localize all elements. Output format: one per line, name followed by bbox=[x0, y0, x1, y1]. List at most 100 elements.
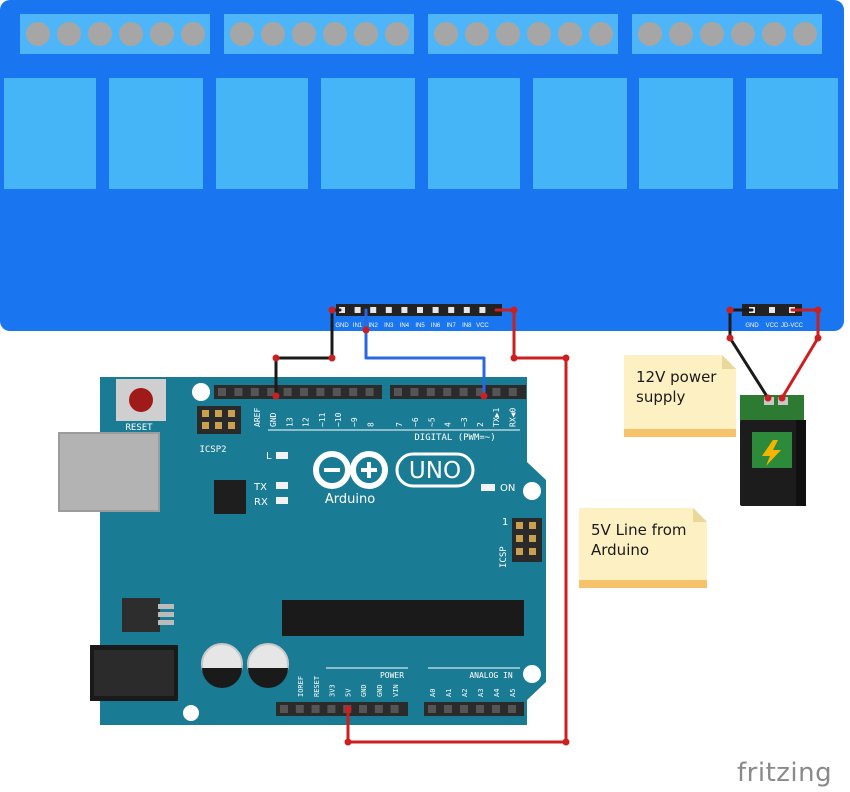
relay-pin-label: IN4 bbox=[400, 323, 410, 329]
uno-text: UNO bbox=[409, 458, 461, 484]
relay bbox=[746, 78, 838, 189]
terminal-screw bbox=[150, 22, 174, 46]
power-pin-label: VIN bbox=[392, 684, 400, 697]
terminal-screw bbox=[323, 22, 347, 46]
header-pin bbox=[401, 307, 408, 313]
header-hole bbox=[327, 705, 336, 713]
reset-button-cap[interactable] bbox=[129, 388, 153, 412]
relays bbox=[4, 78, 838, 189]
jack-side bbox=[796, 420, 806, 506]
digital-pin-label: 8 bbox=[366, 422, 375, 427]
digital-pin-label: ~6 bbox=[411, 417, 420, 427]
power-label: POWER bbox=[380, 671, 404, 680]
power-pin-label: 5V bbox=[344, 688, 352, 697]
header-pin bbox=[417, 307, 423, 313]
icsp2-pin bbox=[228, 422, 235, 429]
digital-pin-label: ~5 bbox=[427, 417, 436, 427]
terminal-screw bbox=[57, 22, 81, 46]
header-hole bbox=[359, 705, 367, 713]
digital-pin-label: AREF bbox=[253, 408, 262, 427]
icsp-label: ICSP bbox=[499, 546, 509, 568]
digital-pin-label: ~11 bbox=[318, 412, 327, 427]
terminal-screw bbox=[354, 22, 378, 46]
terminal-screw bbox=[496, 22, 520, 46]
logo-minus bbox=[324, 468, 340, 472]
header-hole bbox=[508, 388, 517, 396]
power-pin-label: GND bbox=[360, 684, 368, 697]
in1-wire bbox=[364, 308, 486, 398]
icsp2-pin bbox=[202, 422, 209, 429]
relay-pin-label: IN5 bbox=[415, 323, 425, 329]
jd-pin-label: VCC bbox=[766, 323, 779, 329]
icsp-pin bbox=[516, 522, 523, 529]
terminal-screw bbox=[793, 22, 817, 46]
terminal-screw bbox=[527, 22, 551, 46]
icsp-pin bbox=[529, 535, 536, 542]
note-fold bbox=[693, 508, 707, 522]
reset-label: RESET bbox=[125, 423, 153, 433]
digital-pin-label: TX▶1 bbox=[492, 408, 501, 427]
relay bbox=[321, 78, 415, 189]
relay bbox=[639, 78, 733, 189]
logo-loop-left bbox=[313, 451, 351, 489]
relay-board-body bbox=[0, 0, 844, 331]
terminal-screw bbox=[589, 22, 613, 46]
terminal-screw bbox=[181, 22, 205, 46]
header-hole bbox=[295, 705, 304, 713]
icsp-pin1-label: 1 bbox=[502, 517, 508, 528]
power-pin-label: IOREF bbox=[297, 676, 305, 697]
digital-pin-label: 4 bbox=[444, 422, 453, 427]
terminal-screw bbox=[230, 22, 254, 46]
logo-plus-v bbox=[367, 462, 371, 478]
usb-connector-face bbox=[60, 434, 158, 510]
header-hole bbox=[332, 388, 341, 396]
rx-label: RX bbox=[254, 497, 268, 508]
wire-end bbox=[562, 354, 570, 362]
header-pin bbox=[448, 307, 455, 313]
header-hole bbox=[459, 388, 468, 396]
relay-pin-label: GND bbox=[335, 323, 349, 329]
note-fold bbox=[722, 355, 736, 369]
header-hole bbox=[492, 388, 501, 396]
logo-loop-right bbox=[350, 451, 388, 489]
mounting-hole bbox=[523, 482, 541, 500]
relay-pin-label: IN3 bbox=[384, 323, 394, 329]
regulator-leg bbox=[158, 620, 174, 625]
wire-end bbox=[562, 738, 570, 746]
barrel-jack-face bbox=[94, 650, 174, 696]
lightning-icon bbox=[762, 440, 781, 466]
voltage-regulator bbox=[122, 598, 160, 632]
header-hole bbox=[428, 705, 436, 713]
icsp-pin bbox=[516, 548, 523, 555]
l-label: L bbox=[266, 451, 272, 462]
wire-end bbox=[814, 334, 822, 342]
relay-pin-label: IN7 bbox=[447, 323, 457, 329]
relay bbox=[109, 78, 203, 189]
digital-pin-label: 2 bbox=[476, 422, 485, 427]
header-hole bbox=[267, 388, 276, 396]
wire-end bbox=[272, 354, 280, 362]
terminal-screw bbox=[385, 22, 409, 46]
header-pin bbox=[385, 307, 392, 313]
terminal-screw bbox=[26, 22, 50, 46]
fritzing-watermark: fritzing bbox=[737, 758, 833, 788]
wire-end bbox=[328, 354, 336, 362]
analog-pin-label: A1 bbox=[445, 689, 453, 697]
header-hole bbox=[316, 388, 325, 396]
terminal-screw bbox=[261, 22, 285, 46]
header-hole bbox=[280, 705, 288, 713]
uno-pill bbox=[395, 452, 475, 488]
l-led bbox=[276, 452, 288, 459]
wire-end bbox=[328, 306, 336, 314]
header-hole bbox=[250, 388, 259, 396]
wire-end bbox=[778, 394, 786, 402]
header-pin bbox=[432, 307, 439, 313]
header-hole bbox=[508, 705, 516, 713]
digital-pin-label: ~10 bbox=[334, 412, 343, 427]
relay-pin-label: IN8 bbox=[462, 323, 472, 329]
wire-end bbox=[814, 306, 822, 314]
